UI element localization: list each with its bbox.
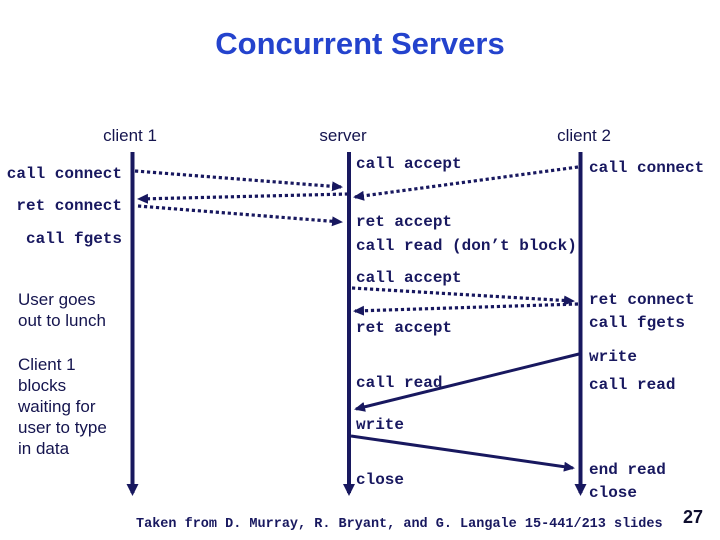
label-server-call-read: call read — [356, 374, 443, 392]
arrow-c2-to-server-ret-accept — [353, 302, 579, 316]
annotation-user-lunch: User goes out to lunch — [18, 290, 106, 330]
arrow-c2-connect-to-server — [353, 165, 579, 201]
label-c1-ret-connect: ret connect — [16, 197, 122, 215]
arrow-c1-connect-to-server — [134, 169, 343, 192]
column-header-client2: client 2 — [557, 126, 611, 145]
label-c2-write: write — [589, 348, 638, 366]
column-header-client1: client 1 — [103, 126, 157, 145]
arrow-c2-write-to-server — [354, 352, 580, 412]
label-c2-ret-connect: ret connect — [589, 291, 695, 309]
label-server-write: write — [356, 416, 405, 434]
label-server-call-accept-2: call accept — [356, 269, 462, 287]
arrow-server-write-to-c2 — [350, 434, 575, 472]
label-c2-call-read: call read — [589, 376, 676, 394]
label-server-call-accept-1: call accept — [356, 155, 462, 173]
annotation-client1-blocks: Client 1 blocks waiting for user to type… — [18, 355, 107, 458]
slide-page-number: 27 — [683, 507, 704, 527]
label-c1-call-fgets: call fgets — [25, 230, 122, 248]
label-server-close: close — [356, 471, 405, 489]
arrow-c1-to-server-ret-accept — [137, 204, 343, 227]
label-c2-call-connect: call connect — [589, 159, 705, 177]
arrow-server-to-c2-ret-connect — [351, 286, 575, 306]
arrow-server-to-c1-ret-connect — [137, 192, 349, 204]
label-c2-end-read: end read — [589, 461, 666, 479]
label-server-ret-accept-2: ret accept — [356, 319, 453, 337]
label-c2-call-fgets: call fgets — [589, 314, 686, 332]
label-server-call-read-noblock: call read (don’t block) — [356, 237, 577, 255]
column-header-server: server — [319, 126, 367, 145]
label-c2-close: close — [589, 484, 638, 502]
label-c1-call-connect: call connect — [6, 165, 122, 183]
label-server-ret-accept-1: ret accept — [356, 213, 453, 231]
slide-title: Concurrent Servers — [215, 26, 505, 61]
credit-line: Taken from D. Murray, R. Bryant, and G. … — [136, 517, 663, 532]
